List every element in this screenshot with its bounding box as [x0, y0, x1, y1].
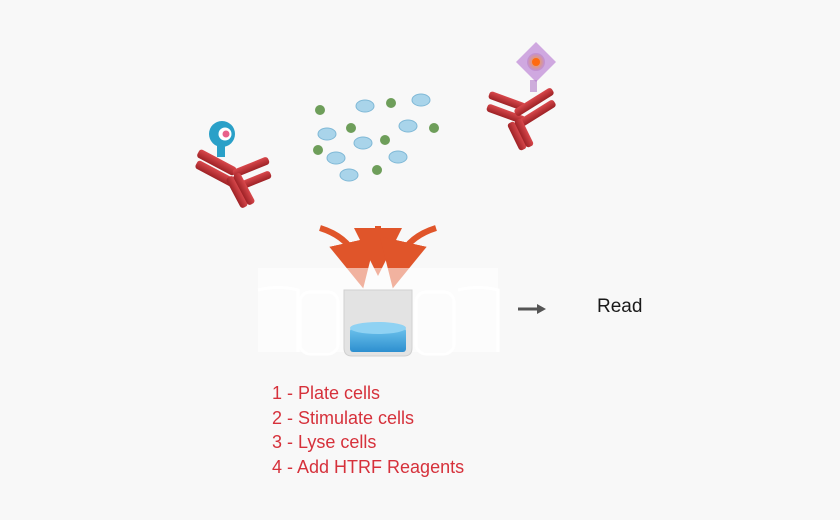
read-label: Read [597, 296, 643, 317]
left-arrow [319, 225, 377, 289]
cell-cluster [313, 93, 439, 182]
cell-green [346, 123, 356, 133]
cell-blue [411, 93, 431, 107]
right-arrow [379, 225, 437, 289]
step-list: 1 - Plate cells 2 - Stimulate cells 3 - … [272, 381, 464, 479]
donor-antibody-icon [195, 121, 272, 208]
converging-arrows [319, 225, 437, 289]
acceptor-antibody-icon [486, 42, 556, 151]
well-liquid [350, 328, 406, 352]
cell-green [372, 165, 382, 175]
cell-blue [388, 150, 408, 164]
cell-blue [355, 99, 375, 113]
cell-green [315, 105, 325, 115]
cell-blue [326, 151, 346, 165]
cell-blue [339, 168, 359, 182]
microplate [257, 268, 500, 357]
step-2: 2 - Stimulate cells [272, 407, 415, 428]
read-arrow-icon [518, 304, 546, 314]
step-4: 4 - Add HTRF Reagents [272, 456, 465, 477]
cell-green [313, 145, 323, 155]
cell-green [386, 98, 396, 108]
cell-blue [317, 127, 337, 141]
step-1: 1 - Plate cells [272, 383, 381, 403]
cell-green [380, 135, 390, 145]
cell-green [429, 123, 439, 133]
cell-blue [398, 119, 418, 133]
cell-blue [353, 136, 373, 150]
step-3: 3 - Lyse cells [272, 432, 377, 452]
